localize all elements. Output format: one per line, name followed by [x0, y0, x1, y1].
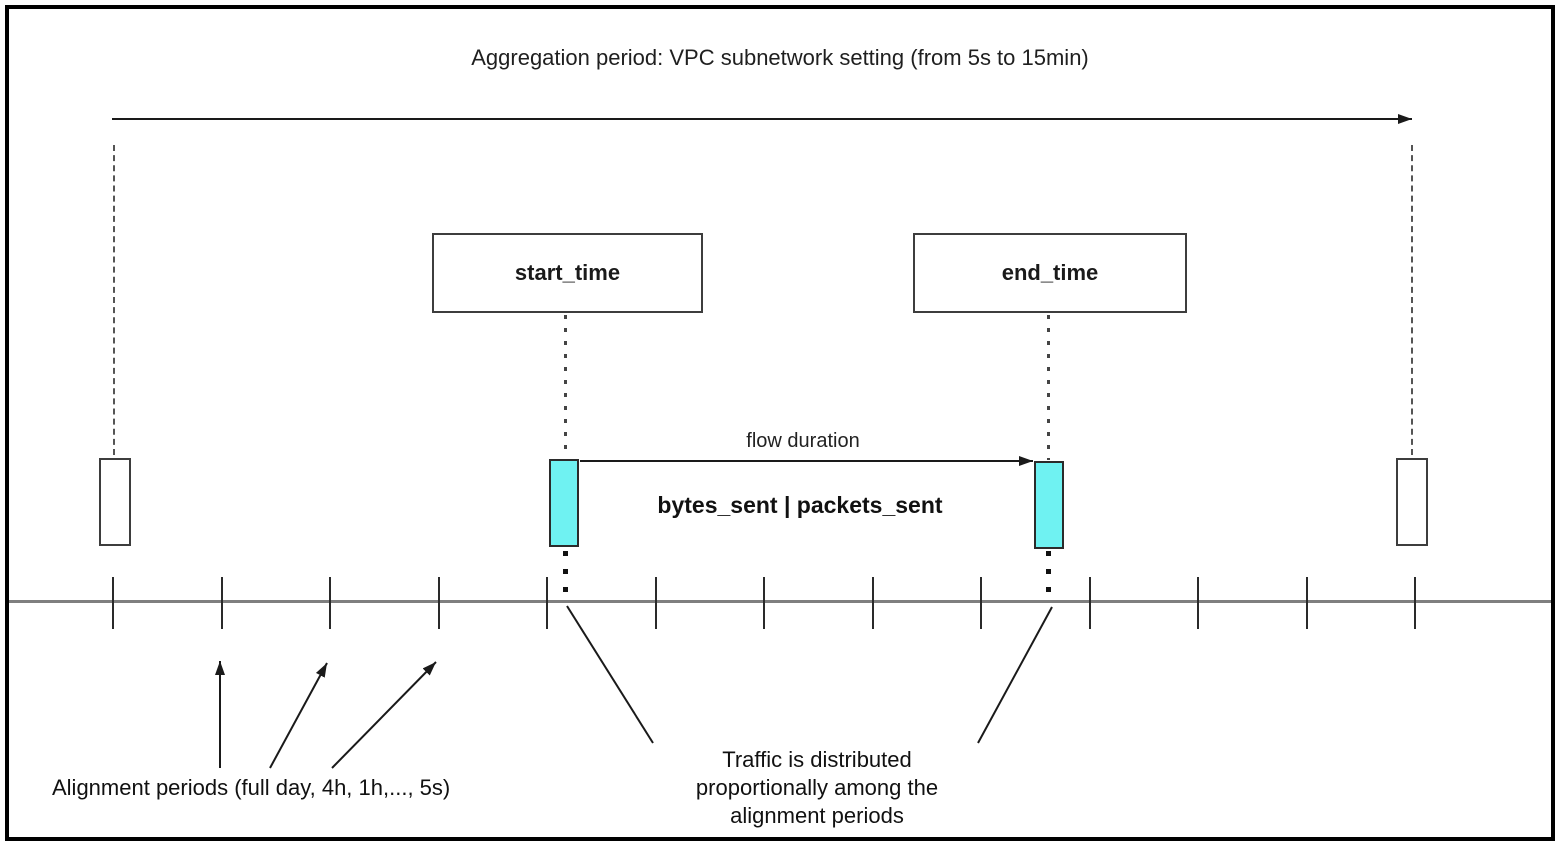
start-timeline-dotted-line [563, 551, 568, 601]
timeline-tick [1089, 577, 1091, 629]
diagram-frame [5, 5, 1555, 841]
timeline-tick [329, 577, 331, 629]
timeline-tick [763, 577, 765, 629]
alignment-periods-label: Alignment periods (full day, 4h, 1h,...,… [52, 775, 451, 800]
end-time-highlight-rect [1034, 461, 1064, 549]
timeline-tick [872, 577, 874, 629]
timeline-tick [112, 577, 114, 629]
left-boundary-dashed-line [113, 145, 115, 455]
timeline-tick [438, 577, 440, 629]
timeline-tick [655, 577, 657, 629]
end-time-label: end_time [1001, 260, 1099, 285]
timeline-tick [546, 577, 548, 629]
start-time-dotted-connector [564, 315, 567, 458]
start-time-highlight-rect [549, 459, 579, 547]
left-boundary-marker-rect [99, 458, 131, 546]
timeline-tick [221, 577, 223, 629]
right-boundary-marker-rect [1396, 458, 1428, 546]
end-time-dotted-connector [1047, 315, 1050, 460]
timeline-tick [1306, 577, 1308, 629]
flow-duration-label: flow duration [746, 430, 860, 452]
start-time-label: start_time [514, 260, 621, 285]
timeline-tick [1414, 577, 1416, 629]
timeline-tick [1197, 577, 1199, 629]
end-timeline-dotted-line [1046, 551, 1051, 601]
timeline-tick [980, 577, 982, 629]
right-boundary-dashed-line [1411, 145, 1413, 455]
traffic-distribution-label: Traffic is distributed proportionally am… [695, 747, 939, 828]
start-time-box: start_time [432, 233, 703, 313]
timeline-axis [9, 600, 1551, 603]
flow-metrics-label: bytes_sent | packets_sent [657, 492, 943, 518]
diagram-title: Aggregation period: VPC subnetwork setti… [471, 45, 1089, 70]
end-time-box: end_time [913, 233, 1187, 313]
